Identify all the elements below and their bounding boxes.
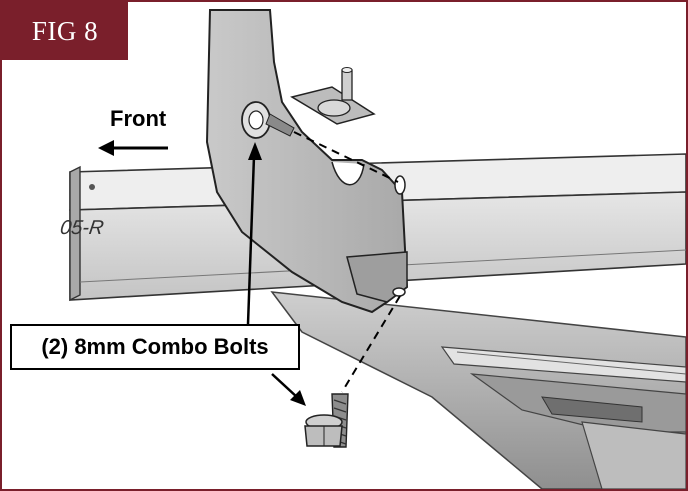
mounting-bracket <box>205 9 409 314</box>
clamp-plate <box>290 67 376 125</box>
part-stamp: 05-R <box>59 217 105 239</box>
upper-bolt <box>241 101 295 139</box>
callout-leader-arrows <box>246 142 306 406</box>
lower-bolt <box>304 393 349 448</box>
bolt-callout-box: (2) 8mm Combo Bolts <box>10 324 300 370</box>
front-label: Front <box>110 106 167 131</box>
bolt-callout-label: (2) 8mm Combo Bolts <box>41 334 269 359</box>
figure-tab: FIG 8 <box>2 2 128 60</box>
front-arrow <box>98 140 168 156</box>
step-board <box>270 291 686 489</box>
figure-tab-label: FIG 8 <box>31 15 99 46</box>
alignment-lines <box>293 131 401 393</box>
